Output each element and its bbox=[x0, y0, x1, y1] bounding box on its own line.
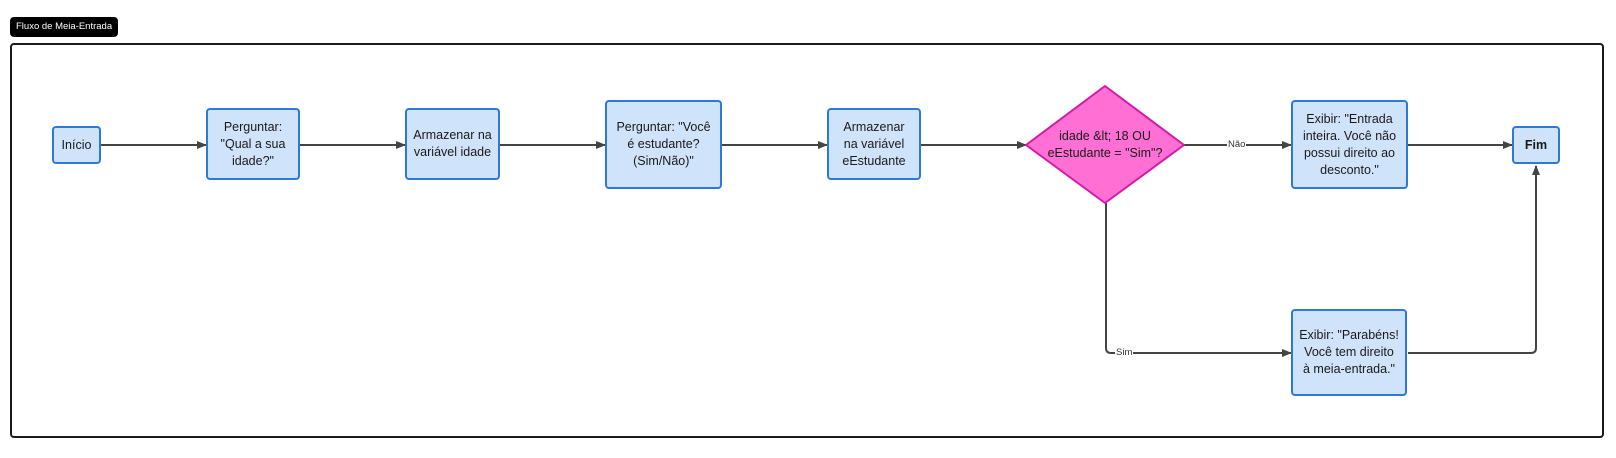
edge-label-nao: Não bbox=[1227, 139, 1247, 151]
node-inicio[interactable]: Início bbox=[52, 126, 101, 164]
edge-label-sim: Sim bbox=[1115, 347, 1134, 359]
diagram-title: Fluxo de Meia-Entrada bbox=[10, 17, 119, 37]
node-perguntar-idade[interactable]: Perguntar: "Qual a sua idade?" bbox=[206, 108, 300, 180]
decision-label[interactable]: idade &lt; 18 OU eEstudante = "Sim"? bbox=[1047, 129, 1163, 160]
node-armazenar-estudante[interactable]: Armazenar na variável eEstudante bbox=[827, 108, 921, 180]
diagram-frame bbox=[10, 43, 1604, 438]
node-exibir-meia[interactable]: Exibir: "Parabéns! Você tem direito à me… bbox=[1291, 309, 1407, 396]
edge-decisao-meia bbox=[1105, 203, 1292, 357]
node-perguntar-estudante[interactable]: Perguntar: "Você é estudante? (Sim/Não)" bbox=[605, 100, 722, 189]
node-fim[interactable]: Fim bbox=[1512, 126, 1560, 164]
edge-meia-fim bbox=[1408, 165, 1540, 354]
node-exibir-inteira[interactable]: Exibir: "Entrada inteira. Você não possu… bbox=[1291, 100, 1408, 189]
node-armazenar-idade[interactable]: Armazenar na variável idade bbox=[405, 108, 500, 180]
decision-diamond bbox=[1025, 85, 1185, 204]
